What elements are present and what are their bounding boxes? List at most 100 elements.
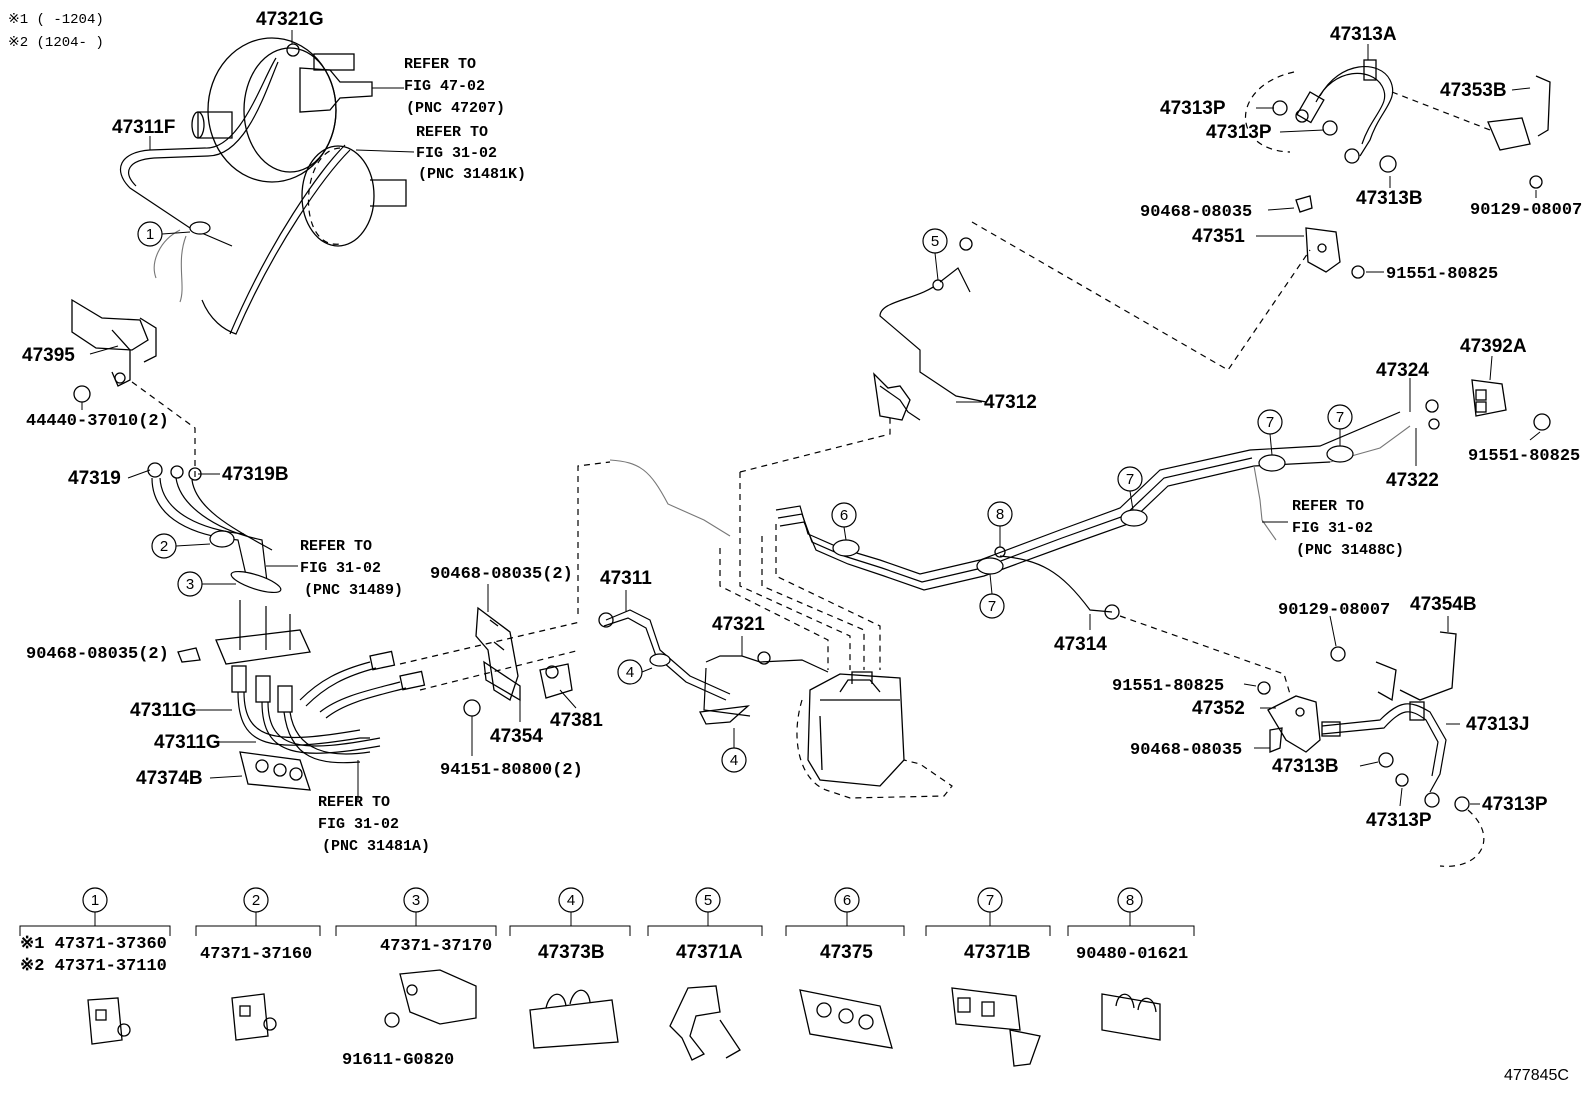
brake-booster: [191, 37, 373, 183]
callout-47313J: 47313J: [1466, 714, 1529, 735]
marker-7-c: 7: [1257, 409, 1283, 456]
note-1: ※1 ( -1204): [8, 12, 104, 28]
svg-text:90480-01621: 90480-01621: [1076, 945, 1188, 964]
callout-47313B-lower: 47313B: [1272, 756, 1339, 777]
reference-31481A: REFER TO FIG 31-02 (PNC 31481A): [318, 760, 430, 855]
callout-47312: 47312: [984, 392, 1037, 413]
legend-item-4: 4 47373B: [509, 887, 631, 1049]
callout-47352: 47352: [1192, 698, 1245, 719]
svg-text:47375: 47375: [820, 942, 873, 963]
figure-id: 477845C: [1504, 1067, 1569, 1084]
callout-47311F: 47311F: [112, 117, 175, 138]
legend-item-5: 5 47371A: [647, 887, 763, 1061]
bolt-icon: [73, 385, 91, 403]
marker-8: 8: [987, 501, 1013, 547]
callout-91551-80825-top: 91551-80825: [1386, 265, 1498, 284]
callout-91551-80825-lower: 91551-80825: [1112, 677, 1224, 696]
svg-text:4: 4: [626, 664, 634, 681]
svg-text:47371-37160: 47371-37160: [200, 945, 312, 964]
marker-7-a: 7: [979, 573, 1005, 619]
callout-47311: 47311: [600, 568, 652, 589]
callout-94151-80800-2: 94151-80800(2): [440, 761, 583, 780]
bracket-47354B: [1330, 631, 1457, 702]
callout-47353B: 47353B: [1440, 80, 1507, 101]
svg-text:(PNC 31481K): (PNC 31481K): [418, 166, 526, 183]
svg-text:※1 47371-37360: ※1 47371-37360: [20, 935, 167, 954]
legend: 1 ※1 47371-37360 ※2 47371-37110 2 47371-…: [19, 887, 1195, 1070]
marker-4-upper: 4: [617, 659, 653, 685]
legend-item-3: 3 47371-37170 91611-G0820: [335, 887, 497, 1070]
reference-47207: REFER TO FIG 47-02 (PNC 47207): [372, 56, 505, 117]
callout-47324: 47324: [1376, 360, 1429, 381]
svg-text:1: 1: [146, 226, 154, 243]
marker-4-lower: 4: [721, 728, 747, 773]
callout-47392A: 47392A: [1460, 336, 1527, 357]
svg-text:7: 7: [1266, 414, 1274, 431]
callout-47313P-right: 47313P: [1482, 794, 1548, 815]
bracket-47395: [71, 298, 157, 387]
svg-text:7: 7: [988, 598, 996, 615]
svg-text:FIG 31-02: FIG 31-02: [416, 145, 497, 162]
bracket-47392A: [1471, 379, 1551, 431]
callout-44440-37010: 44440-37010(2): [26, 412, 169, 431]
reference-31481K: REFER TO FIG 31-02 (PNC 31481K): [355, 124, 526, 183]
svg-text:5: 5: [931, 233, 939, 250]
marker-2: 2: [151, 533, 211, 559]
callout-90468-08035-2-mid: 90468-08035(2): [430, 565, 573, 584]
callout-90129-08007-top: 90129-08007: [1470, 201, 1582, 220]
svg-text:47373B: 47373B: [538, 942, 605, 963]
svg-text:6: 6: [843, 892, 851, 909]
svg-text:FIG 47-02: FIG 47-02: [404, 78, 485, 95]
callout-47354: 47354: [490, 726, 543, 747]
callout-90468-08035-2-left: 90468-08035(2): [26, 645, 169, 664]
callout-47311G-b: 47311G: [154, 732, 221, 753]
svg-text:8: 8: [1126, 892, 1134, 909]
svg-text:REFER TO: REFER TO: [318, 794, 390, 811]
svg-text:7: 7: [1336, 409, 1344, 426]
callout-47381: 47381: [550, 710, 603, 731]
svg-text:6: 6: [840, 507, 848, 524]
reference-31489: REFER TO FIG 31-02 (PNC 31489): [266, 538, 403, 599]
legend-item-8: 8 90480-01621: [1067, 887, 1195, 1041]
callout-47354B: 47354B: [1410, 594, 1477, 615]
svg-text:1: 1: [91, 892, 99, 909]
callout-47313P-a: 47313P: [1160, 98, 1226, 119]
svg-text:REFER TO: REFER TO: [404, 56, 476, 73]
callout-47351: 47351: [1192, 226, 1245, 247]
hose-47313A: [1244, 59, 1397, 173]
callout-47321: 47321: [712, 614, 765, 635]
callout-47313A: 47313A: [1330, 24, 1397, 45]
callout-47321G: 47321G: [256, 9, 324, 30]
callout-47313P-b: 47313P: [1206, 122, 1272, 143]
vacuum-booster-rear: [301, 145, 407, 247]
callout-90468-08035-lower: 90468-08035: [1130, 741, 1242, 760]
svg-text:47371-37170: 47371-37170: [380, 937, 492, 956]
svg-text:7: 7: [1126, 471, 1134, 488]
hose-47313J: [1321, 701, 1485, 867]
marker-3: 3: [177, 571, 236, 597]
callout-90468-08035-top: 90468-08035: [1140, 203, 1252, 222]
svg-text:47371B: 47371B: [964, 942, 1031, 963]
callout-47319B: 47319B: [222, 464, 289, 485]
svg-text:REFER TO: REFER TO: [416, 124, 488, 141]
bracket-47352: [1257, 681, 1321, 753]
svg-text:91611-G0820: 91611-G0820: [342, 1051, 454, 1070]
svg-text:FIG 31-02: FIG 31-02: [1292, 520, 1373, 537]
marker-7-b: 7: [1117, 466, 1143, 511]
legend-item-2: 2 47371-37160: [195, 887, 321, 1041]
svg-text:REFER TO: REFER TO: [1292, 498, 1364, 515]
svg-text:2: 2: [160, 538, 168, 555]
svg-text:8: 8: [996, 506, 1004, 523]
svg-text:※2 47371-37110: ※2 47371-37110: [20, 957, 167, 976]
svg-text:47371A: 47371A: [676, 942, 743, 963]
clamp-47374B: [239, 751, 311, 791]
bracket-47351: [1295, 195, 1365, 279]
svg-text:5: 5: [704, 892, 712, 909]
marker-7-d: 7: [1327, 404, 1353, 446]
callout-47311G-a: 47311G: [130, 700, 197, 721]
svg-text:4: 4: [567, 892, 575, 909]
marker-1: 1: [137, 221, 191, 247]
legend-item-7: 7 47371B: [925, 887, 1051, 1067]
svg-text:7: 7: [986, 892, 994, 909]
